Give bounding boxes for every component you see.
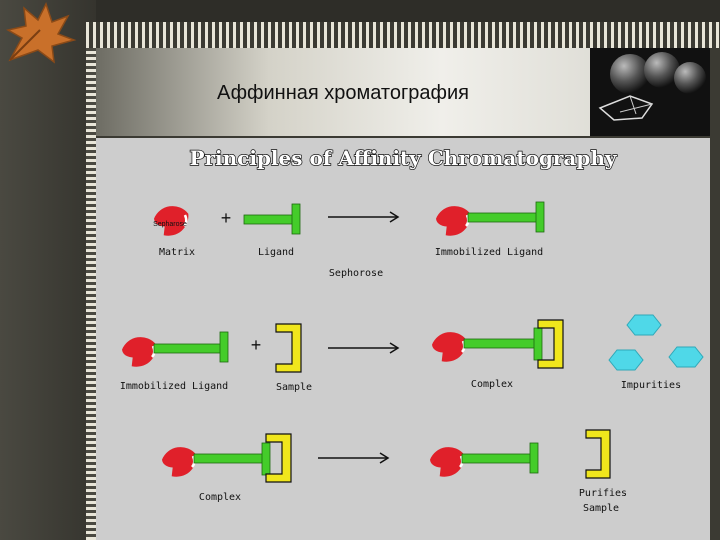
decorative-stripe-vertical [86, 22, 96, 540]
immobilized-ligand-stem [467, 212, 539, 223]
ligand-stem [243, 214, 295, 225]
row3-complex-sample [265, 433, 292, 483]
slide-background-top [96, 0, 720, 22]
ligand-label: Ligand [258, 247, 294, 258]
complex-sample [537, 319, 564, 369]
complex-bead [430, 330, 468, 364]
matrix-label: Matrix [159, 247, 195, 258]
immobilized-ligand-bead [434, 204, 472, 238]
purified-label-line1: Purifies [579, 488, 627, 499]
row2-ligand-stem [153, 343, 223, 354]
regenerated-ligand-stem [461, 453, 533, 464]
diagram-panel: Principles of Affinity Chromatography Se… [96, 138, 710, 540]
row3-complex-label: Complex [199, 492, 241, 503]
slide-title: Аффинная хроматография [217, 82, 469, 104]
reaction-arrowhead-1 [389, 211, 400, 223]
impurity-hexagon [626, 314, 662, 336]
slide-background-left [0, 0, 96, 540]
matrix-bead-label: Sepharose [153, 221, 187, 228]
sample-molecule [275, 323, 302, 373]
purified-sample [585, 429, 611, 479]
diagram-title: Principles of Affinity Chromatography [189, 146, 617, 170]
row3-ligand-stem [193, 453, 265, 464]
impurities-label: Impurities [621, 380, 681, 391]
regenerated-ligand-head [529, 442, 539, 474]
purified-label-line2: Sample [583, 503, 619, 514]
complex-label: Complex [471, 379, 513, 390]
reaction-arrowhead-2 [389, 342, 400, 354]
autumn-leaf-icon [5, 2, 77, 64]
complex-ligand-stem [463, 338, 537, 349]
row2-ligand-head [219, 331, 229, 363]
impurity-hexagon [668, 346, 704, 368]
row3-ligand-head [261, 442, 271, 476]
immobilized-ligand-label: Immobilized Ligand [435, 247, 543, 258]
plus-sign-1: + [221, 208, 232, 228]
plus-sign-2: + [251, 335, 262, 355]
sample-label: Sample [276, 382, 312, 393]
complex-ligand-head [533, 327, 543, 361]
reaction-arrowhead-3 [379, 452, 390, 464]
decorative-spheres-image [590, 48, 710, 136]
title-bar: Аффинная хроматография [96, 48, 590, 136]
row2-immobilized-bead [120, 335, 158, 369]
decorative-stripe-horizontal [86, 22, 720, 48]
row2-immobilized-ligand-label: Immobilized Ligand [120, 381, 228, 392]
immobilized-ligand-head [535, 201, 545, 233]
ligand-head [291, 203, 301, 235]
regenerated-bead [428, 445, 466, 479]
impurity-hexagon [608, 349, 644, 371]
sephorose-label: Sephorose [329, 268, 383, 279]
row3-complex-bead [160, 445, 198, 479]
